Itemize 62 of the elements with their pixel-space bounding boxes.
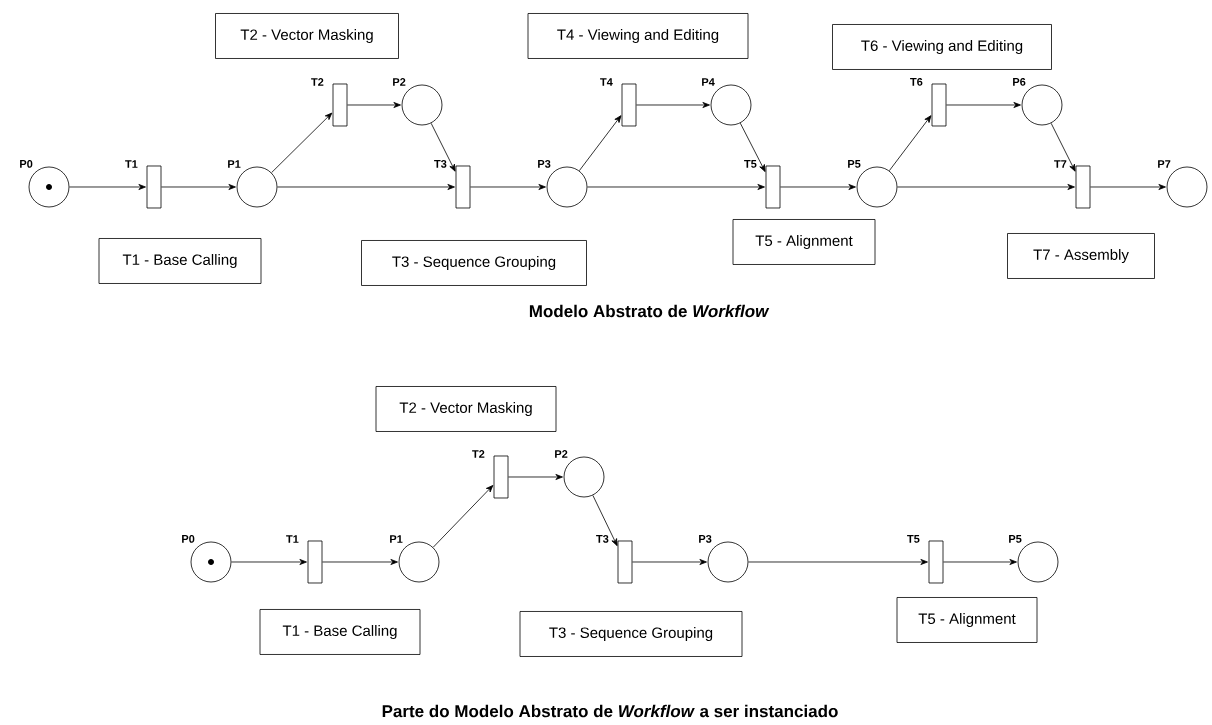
arrow [632, 559, 707, 565]
node-label: P6 [1013, 78, 1026, 86]
node-label: T1 [286, 535, 299, 543]
arrow [1050, 122, 1076, 172]
arrow [470, 184, 546, 190]
arrow [161, 184, 236, 190]
node-label: T1 [125, 160, 138, 168]
task-box: T6 - Viewing and Editing [832, 24, 1052, 70]
arrow [780, 184, 856, 190]
arrow [430, 122, 456, 172]
arrow [946, 102, 1021, 108]
node-label: T5 [907, 535, 920, 543]
arrow [587, 184, 765, 190]
node-label: T3 [434, 160, 447, 168]
arrow [943, 559, 1017, 565]
arrow [636, 102, 710, 108]
task-box: T2 - Vector Masking [215, 13, 399, 59]
task-box: T4 - Viewing and Editing [527, 13, 749, 59]
task-box: T7 - Assembly [1007, 233, 1155, 279]
node-label: P0 [20, 160, 33, 168]
node-label: T6 [910, 78, 923, 86]
task-box: T3 - Sequence Grouping [519, 611, 743, 657]
node-label: P4 [702, 78, 715, 86]
node-label: T5 [744, 160, 757, 168]
node-label: P7 [1158, 160, 1171, 168]
task-box: T1 - Base Calling [259, 609, 421, 655]
arrow [271, 112, 333, 174]
node-label: P2 [555, 450, 568, 458]
task-box: T2 - Vector Masking [375, 386, 557, 432]
arrow [69, 184, 146, 190]
node-label: P1 [228, 160, 241, 168]
task-box: T5 - Alignment [896, 597, 1038, 643]
arrow [897, 184, 1075, 190]
node-label: T4 [600, 78, 613, 86]
arrow [508, 474, 563, 480]
arrow [739, 122, 766, 172]
node-label: T7 [1054, 160, 1067, 168]
arrow [277, 184, 455, 190]
node-label: P1 [390, 535, 403, 543]
node-label: T2 [311, 78, 324, 86]
node-label: P5 [848, 160, 861, 168]
node-label: P3 [538, 160, 551, 168]
node-label: P0 [182, 535, 195, 543]
node-label: P3 [699, 535, 712, 543]
caption: Modelo Abstrato de Workflow [529, 304, 770, 318]
arrow [347, 102, 401, 108]
node-label: P5 [1009, 535, 1022, 543]
task-box: T1 - Base Calling [98, 238, 262, 284]
arrow [578, 115, 622, 172]
task-box: T5 - Alignment [732, 219, 876, 265]
arrow [592, 494, 618, 547]
arrow [322, 559, 398, 565]
arrow [231, 559, 307, 565]
task-box: T3 - Sequence Grouping [361, 240, 587, 286]
arrow [748, 559, 928, 565]
node-label: T2 [472, 450, 485, 458]
caption: Parte do Modelo Abstrato de Workflow a ser instanciado [382, 704, 838, 718]
node-label: T3 [596, 535, 609, 543]
arrow [1090, 184, 1166, 190]
node-label: P2 [393, 78, 406, 86]
arrow [432, 485, 494, 548]
arrow [888, 115, 932, 172]
